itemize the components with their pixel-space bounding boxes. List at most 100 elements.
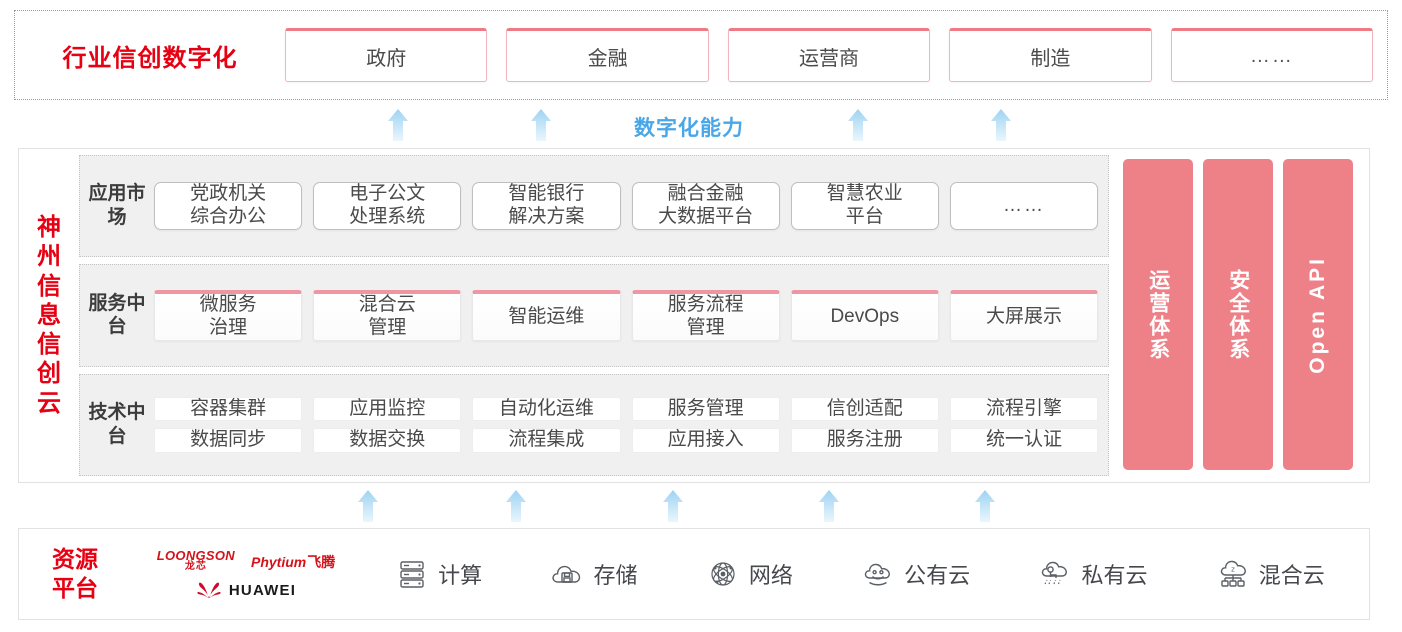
resource-item-label: 网络: [748, 563, 793, 588]
vendor-logo-row: HUAWEI: [196, 581, 296, 599]
cloud-panel-title: 神 州 信 息 信 创 云: [19, 149, 79, 482]
pillar-security-system[interactable]: 安全体系: [1203, 159, 1273, 470]
tech-card-row: 容器集群 应用监控 自动化运维 服务管理 信创适配 流程引擎: [154, 396, 1099, 422]
svc-card-microservice-governance[interactable]: 微服务治理: [154, 290, 303, 341]
tech-card-automated-ops[interactable]: 自动化运维: [472, 396, 621, 422]
svc-card-devops[interactable]: DevOps: [790, 290, 939, 341]
huawei-flower-icon: [196, 581, 222, 599]
svc-card-hybrid-cloud-mgmt[interactable]: 混合云管理: [313, 290, 462, 341]
layer-cards-service-platform: 微服务治理 混合云管理 智能运维 服务流程管理 DevOps 大屏展示: [154, 290, 1099, 341]
cloud-pillar-list: 运营体系 安全体系 Open API: [1109, 155, 1361, 476]
app-card-smart-bank[interactable]: 智能银行解决方案: [472, 182, 621, 230]
resource-item-label: 计算: [438, 563, 483, 588]
layer-app-market: 应用市场 党政机关综合办公 电子公文处理系统 智能银行解决方案 融合金融大数据平…: [79, 155, 1109, 258]
industry-card-list: 政府 金融 运营商 制造 ……: [285, 28, 1387, 82]
tech-card-app-monitoring[interactable]: 应用监控: [313, 396, 462, 422]
up-arrow-icon: [812, 489, 846, 523]
up-arrow-icon: [524, 108, 558, 142]
huawei-logo: HUAWEI: [196, 581, 296, 599]
public-cloud-icon: [861, 557, 895, 591]
app-card-more[interactable]: ……: [949, 182, 1099, 230]
tech-card-service-registry[interactable]: 服务注册: [790, 428, 939, 454]
resource-item-storage[interactable]: 存储: [550, 557, 638, 591]
industry-card-government[interactable]: 政府: [285, 28, 488, 82]
industry-band-title: 行业信创数字化: [62, 44, 238, 72]
resource-item-label: 私有云: [1081, 563, 1148, 588]
layer-tech-platform: 技术中台 容器集群 应用监控 自动化运维 服务管理 信创适配 流程引擎 数据同步: [79, 373, 1109, 476]
resource-item-compute[interactable]: 计算: [395, 557, 482, 591]
resource-item-hybrid-cloud[interactable]: z 混合云: [1216, 557, 1325, 591]
app-card-smart-agriculture[interactable]: 智慧农业平台: [790, 182, 939, 230]
resource-title-line: 资源: [52, 546, 98, 573]
layer-service-platform: 服务中台 微服务治理 混合云管理 智能运维 服务流程管理 DevOps 大屏展示: [79, 264, 1109, 367]
svc-card-dashboard[interactable]: 大屏展示: [949, 290, 1099, 341]
industry-card-finance[interactable]: 金融: [506, 28, 709, 82]
loongson-logo-text-cn: 龙芯: [184, 561, 207, 572]
tech-card-data-exchange[interactable]: 数据交换: [313, 428, 462, 454]
industry-card-operator[interactable]: 运营商: [727, 28, 931, 82]
cloud-title-char: 州: [37, 243, 61, 271]
pillar-label: Open API: [1306, 255, 1329, 374]
up-arrow-icon: [381, 108, 415, 142]
tech-card-process-integration[interactable]: 流程集成: [472, 428, 621, 454]
tech-card-container-cluster[interactable]: 容器集群: [154, 396, 303, 422]
cloud-panel: 神 州 信 息 信 创 云 应用市场 党政机关综合办公 电子公文处理系统 智能银…: [18, 148, 1370, 483]
resource-item-label: 混合云: [1258, 563, 1325, 588]
up-arrow-icon: [841, 108, 875, 142]
cloud-title-char: 息: [37, 301, 61, 329]
tech-card-service-mgmt[interactable]: 服务管理: [631, 396, 780, 422]
pillar-label: 运营体系: [1146, 268, 1170, 361]
pillar-open-api[interactable]: Open API: [1283, 159, 1353, 470]
resource-title-line: 平台: [52, 575, 98, 601]
cloud-title-char: 信: [37, 272, 61, 300]
capability-label: 数字化能力: [634, 117, 744, 140]
app-card-government-office[interactable]: 党政机关综合办公: [154, 182, 303, 230]
cloud-title-char: 云: [37, 389, 61, 417]
app-card-finance-bigdata[interactable]: 融合金融大数据平台: [631, 182, 780, 230]
resource-item-label: 公有云: [904, 563, 971, 588]
cloud-panel-body: 应用市场 党政机关综合办公 电子公文处理系统 智能银行解决方案 融合金融大数据平…: [79, 149, 1369, 482]
up-arrow-icon: [968, 489, 1002, 523]
phytium-logo: Phytium 飞腾: [251, 552, 335, 572]
app-card-edoc-system[interactable]: 电子公文处理系统: [313, 182, 462, 230]
tech-card-unified-auth[interactable]: 统一认证: [949, 428, 1099, 454]
resource-item-label: 存储: [593, 563, 638, 588]
up-arrow-icon: [351, 489, 385, 523]
layer-label-tech-platform: 技术中台: [88, 402, 146, 447]
layer-label-service-platform: 服务中台: [88, 292, 146, 338]
phytium-logo-text: Phytium: [251, 554, 307, 570]
resource-platform-band: 资源 平台 LOONGSON 龙芯 Phytium 飞腾: [18, 528, 1370, 620]
industry-card-manufacturing[interactable]: 制造: [949, 28, 1152, 82]
network-icon: [706, 557, 740, 591]
tech-card-app-access[interactable]: 应用接入: [631, 428, 780, 454]
tech-card-xinchuang-adaptation[interactable]: 信创适配: [790, 396, 939, 422]
private-cloud-icon: [1038, 557, 1072, 591]
industry-band: 行业信创数字化 政府 金融 运营商 制造 ……: [14, 10, 1388, 100]
svc-card-service-process-mgmt[interactable]: 服务流程管理: [631, 290, 780, 341]
server-icon: [395, 557, 429, 591]
resource-item-public-cloud[interactable]: 公有云: [861, 557, 970, 591]
tech-card-row: 数据同步 数据交换 流程集成 应用接入 服务注册 统一认证: [154, 428, 1099, 454]
loongson-logo: LOONGSON 龙芯: [157, 549, 235, 572]
huawei-logo-text: HUAWEI: [228, 581, 297, 599]
pillar-operations-system[interactable]: 运营体系: [1123, 159, 1193, 470]
resource-item-list: 计算 存储: [361, 557, 1369, 591]
cloud-layer-list: 应用市场 党政机关综合办公 电子公文处理系统 智能银行解决方案 融合金融大数据平…: [79, 155, 1109, 476]
cloud-title-char: 创: [37, 360, 61, 388]
resource-item-network[interactable]: 网络: [706, 557, 793, 591]
svc-card-aiops[interactable]: 智能运维: [472, 290, 621, 341]
cloud-storage-icon: [550, 557, 584, 591]
industry-card-more[interactable]: ……: [1170, 28, 1374, 82]
layer-label-app-market: 应用市场: [88, 183, 146, 229]
cloud-title-char: 神: [37, 214, 61, 242]
vendor-logo-group: LOONGSON 龙芯 Phytium 飞腾: [131, 549, 361, 599]
tech-card-process-engine[interactable]: 流程引擎: [949, 396, 1099, 422]
layer-cards-app-market: 党政机关综合办公 电子公文处理系统 智能银行解决方案 融合金融大数据平台 智慧农…: [154, 182, 1099, 230]
vendor-logo-row: LOONGSON 龙芯 Phytium 飞腾: [157, 549, 335, 572]
resource-item-private-cloud[interactable]: 私有云: [1038, 557, 1147, 591]
up-arrow-icon: [656, 489, 690, 523]
loongson-logo-text: LOONGSON: [156, 548, 235, 563]
tech-card-data-sync[interactable]: 数据同步: [154, 428, 303, 454]
up-arrow-icon: [984, 108, 1018, 142]
